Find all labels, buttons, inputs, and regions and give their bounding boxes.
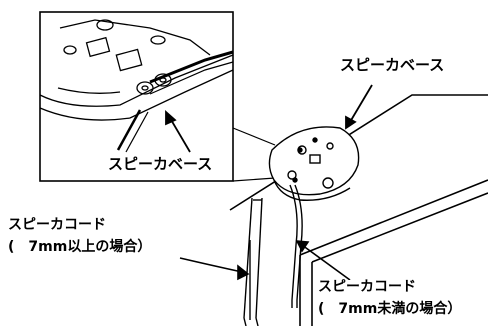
inset-label-arrow [165, 109, 191, 153]
base-label-arrow [345, 84, 373, 130]
thin-cord-arrow [295, 240, 351, 281]
thin-cord-title: スピーカコード [318, 279, 416, 295]
zoom-callout-lines [232, 127, 276, 182]
thick-cord-arrow [179, 257, 250, 281]
thick-cord-condition: ( 7mm以上の場合） [8, 239, 152, 255]
speaker-base [268, 126, 360, 201]
base-label: スピーカベース [340, 56, 445, 74]
inset-base-detail [39, 19, 234, 153]
thick-cord-title: スピーカコード [8, 217, 106, 233]
thick-speaker-cord [243, 197, 263, 326]
thin-cord-condition: ( 7mm未満の場合） [318, 301, 462, 317]
inset-base-label: スピーカベース [108, 155, 213, 173]
